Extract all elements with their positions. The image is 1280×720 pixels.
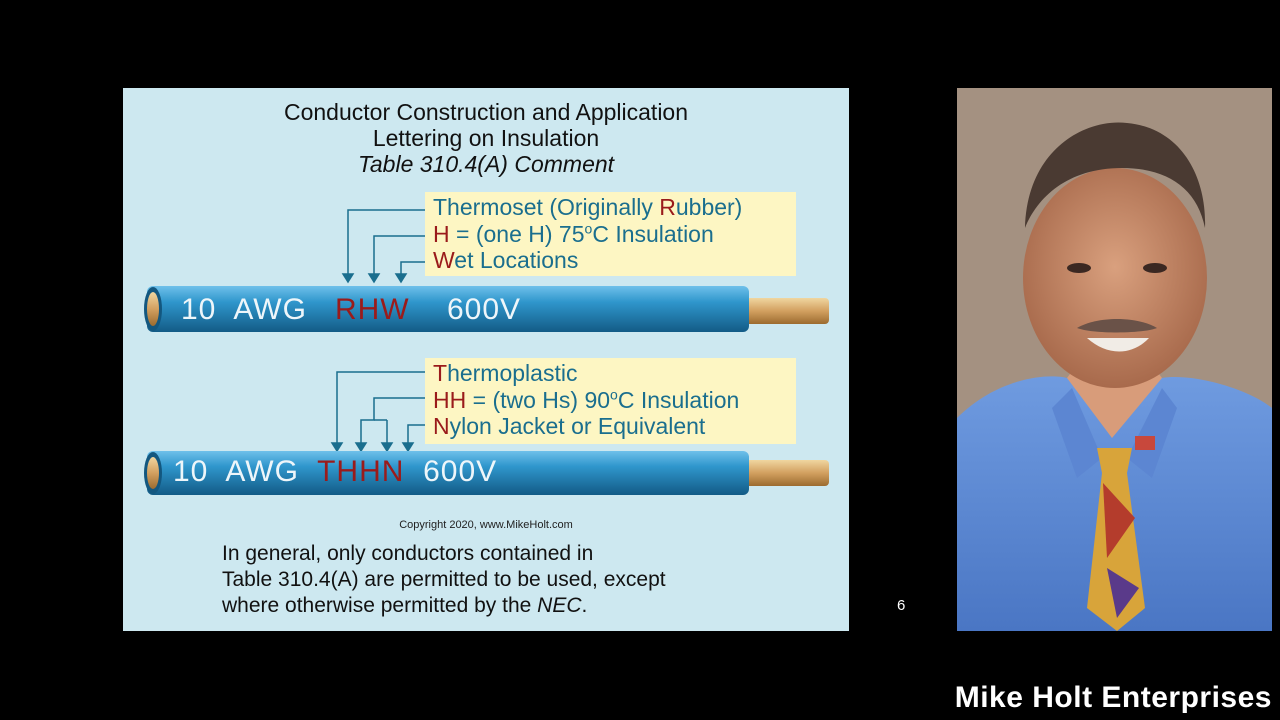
thhn-callout-line-3: Nylon Jacket or Equivalent: [433, 413, 706, 439]
presenter-video: [957, 88, 1272, 631]
rhw-callout-box: Thermoset (Originally Rubber) H = (one H…: [425, 192, 796, 276]
rhw-callout-line-3: Wet Locations: [433, 247, 579, 273]
rhw-code: RHW: [334, 293, 410, 326]
leader-lines: [330, 209, 425, 453]
slide-table-reference: Table 310.4(A) Comment: [357, 151, 615, 177]
body-line-3: where otherwise permitted by the NEC.: [222, 594, 588, 617]
presentation-slide: Conductor Construction and Application L…: [123, 88, 849, 631]
body-line-1: In general, only conductors contained in: [222, 542, 594, 565]
presenter-image: [957, 88, 1272, 631]
rhw-cable-label: 10 AWG RHW 600V: [181, 293, 522, 326]
rhw-cable: [144, 286, 829, 332]
thhn-code: THHN: [317, 455, 405, 488]
thhn-callout-line-2: HH = (two Hs) 90oC Insulation: [433, 385, 740, 413]
thhn-callout-line-1: Thermoplastic: [433, 360, 578, 386]
rhw-callout-line-1: Thermoset (Originally Rubber): [433, 194, 743, 220]
copyright-notice: Copyright 2020, www.MikeHolt.com: [399, 519, 573, 531]
slide-title: Conductor Construction and Application: [283, 99, 689, 125]
thhn-cable-label: 10 AWG THHN 600V: [173, 455, 498, 488]
body-line-2: Table 310.4(A) are permitted to be used,…: [222, 568, 666, 591]
page-number: 6: [897, 597, 906, 614]
thhn-callout-box: Thermoplastic HH = (two Hs) 90oC Insulat…: [425, 358, 796, 444]
rhw-callout-line-2: H = (one H) 75oC Insulation: [433, 219, 714, 247]
thhn-cable: [144, 451, 829, 495]
slide-subtitle: Lettering on Insulation: [372, 125, 600, 151]
brand-watermark: Mike Holt Enterprises: [954, 681, 1272, 714]
slide-body-text: In general, only conductors contained in…: [222, 541, 782, 619]
